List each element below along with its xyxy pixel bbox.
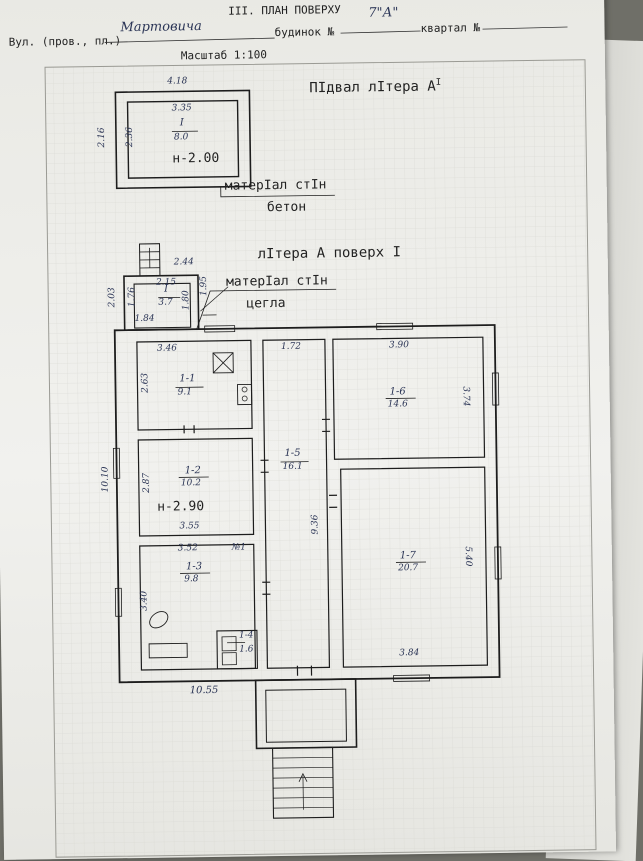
basement-title-sup: I [436, 78, 442, 88]
dim-3-46: 3.46 [157, 343, 177, 353]
dim-10-10: 10.10 [100, 467, 110, 493]
dim-1-76: 1.76 [127, 287, 137, 307]
room-1-4-number: 1-4 [239, 630, 254, 640]
room-1-3-number: 1-3 [186, 561, 202, 572]
dim-1-72: 1.72 [281, 342, 301, 352]
dim-10-55: 10.55 [190, 685, 219, 696]
dim-3-40: 3.40 [139, 591, 149, 611]
room-1-6-number: 1-6 [390, 386, 406, 397]
room-1-7-number: 1-7 [400, 550, 416, 561]
dim-3-52: 3.52 [178, 543, 198, 553]
dim-5-40: 5.40 [463, 546, 473, 566]
dim-3-90: 3.90 [389, 340, 409, 350]
floor1-title: лІтера А поверх I [258, 244, 402, 262]
dim-2-44: 2.44 [174, 257, 194, 267]
dim-2-03: 2.03 [107, 287, 117, 307]
basement-material-label: матерІал стІн [225, 177, 327, 193]
dim-1-80: 1.80 [181, 290, 191, 310]
basement-dim-top-inner: 3.35 [172, 103, 192, 113]
room-1-4-area: 1.6 [239, 644, 253, 654]
floor1-material-label: матерІал стІн [226, 273, 328, 289]
plan-sheet: III. ПЛАН ПОВЕРХУ Вул. (пров., пл.) Март… [0, 0, 616, 860]
dim-9-36: 9.36 [310, 514, 320, 534]
room-1-2-area: 10.2 [181, 478, 201, 488]
vestibule-number: I [164, 284, 168, 295]
basement-dim-left-outer: 2.16 [97, 127, 107, 147]
room-1-7-area: 20.7 [398, 563, 418, 573]
room-1-2-number: 1-2 [185, 465, 201, 476]
basement-title: ПІдвал лІтера АI [309, 78, 441, 96]
room-1-6-area: 14.6 [388, 399, 408, 409]
room-1-5-area: 16.1 [283, 462, 303, 472]
dim-3-74: 3.74 [461, 386, 471, 406]
basement-material-value: бетон [267, 200, 306, 216]
vestibule-area: 3.7 [158, 298, 172, 308]
basement-dim-top: 4.18 [167, 76, 187, 86]
basement-room-number: I [180, 117, 184, 128]
dim-1-84: 1.84 [134, 314, 154, 324]
room-1-3-area: 9.8 [184, 574, 198, 584]
room-1-5-number: 1-5 [284, 448, 300, 459]
dim-1-95: 1.95 [199, 276, 209, 296]
dim-3-55: 3.55 [179, 521, 199, 531]
floor-plan-drawing [0, 0, 616, 860]
basement-room-area: 8.0 [174, 132, 188, 142]
note-n1: №1 [232, 543, 246, 553]
room-1-1-number: 1-1 [179, 373, 195, 384]
room-1-1-area: 9.1 [178, 387, 192, 397]
basement-height: н-2.00 [172, 151, 219, 167]
floor1-height: н-2.90 [157, 499, 204, 515]
dim-2-87: 2.87 [142, 473, 152, 493]
basement-dim-left-inner: 2.36 [125, 127, 135, 147]
floor1-material-value: цегла [246, 296, 285, 312]
dim-2-63: 2.63 [140, 373, 150, 393]
dim-3-84: 3.84 [399, 648, 419, 658]
